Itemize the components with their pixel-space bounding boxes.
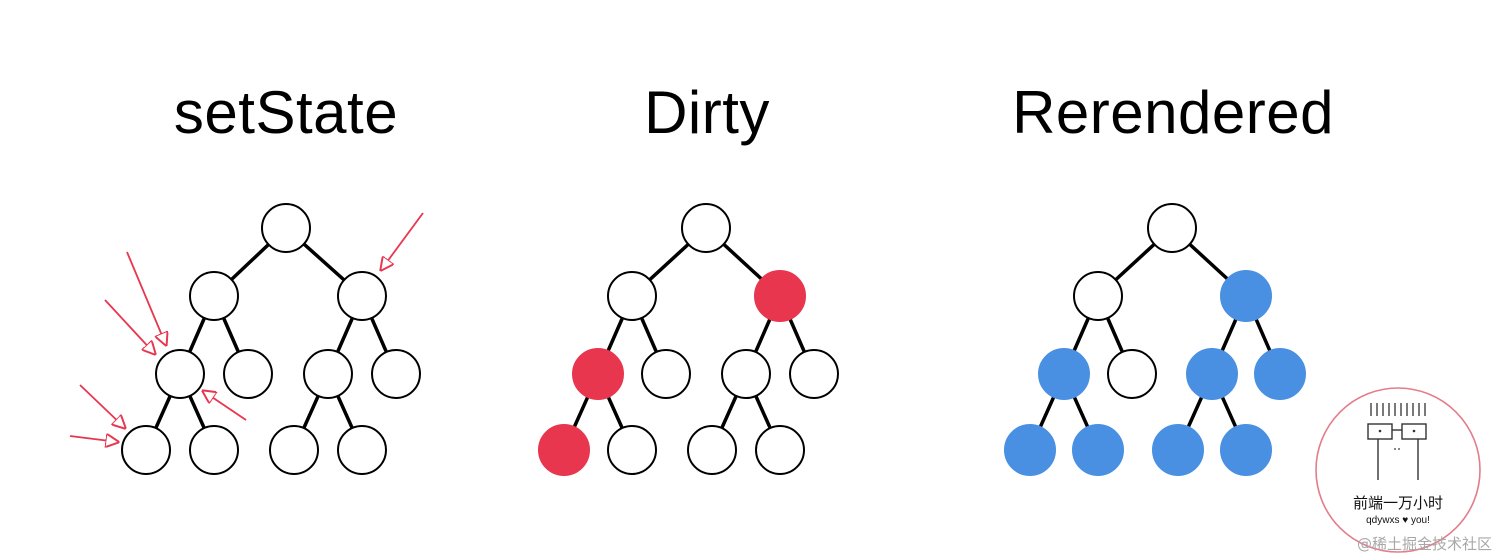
grandchild-node bbox=[371, 349, 421, 399]
seal-logo bbox=[1315, 387, 1481, 553]
grandchild-node bbox=[303, 349, 353, 399]
setstate-arrow bbox=[126, 251, 166, 345]
eye-icon bbox=[1378, 429, 1382, 433]
nose-icon bbox=[1398, 448, 1400, 450]
watermark: @稀土掘金技术社区 bbox=[1356, 535, 1492, 553]
grandchild-node bbox=[721, 349, 771, 399]
face-icon bbox=[1367, 423, 1427, 480]
tree-setstate bbox=[69, 203, 424, 475]
grandchild-node bbox=[641, 349, 691, 399]
rerendered-node bbox=[1220, 424, 1272, 476]
title-dirty: Dirty bbox=[644, 79, 770, 146]
leaf-node bbox=[121, 425, 171, 475]
root-node bbox=[1147, 203, 1197, 253]
tree-rerendered bbox=[1004, 203, 1306, 476]
rerendered-node bbox=[1038, 348, 1090, 400]
leaf-node bbox=[687, 425, 737, 475]
grandchild-node bbox=[789, 349, 839, 399]
root-node bbox=[681, 203, 731, 253]
setstate-arrow bbox=[69, 436, 118, 442]
dirty-node bbox=[754, 270, 806, 322]
setstate-arrow bbox=[203, 391, 247, 421]
tree-dirty bbox=[538, 203, 839, 476]
title-rerendered: Rerendered bbox=[1012, 79, 1334, 146]
grandchild-node bbox=[223, 349, 273, 399]
rerendered-node bbox=[1152, 424, 1204, 476]
grandchild-node bbox=[1107, 349, 1157, 399]
dirty-node bbox=[538, 424, 590, 476]
dirty-node bbox=[572, 348, 624, 400]
rerendered-node bbox=[1072, 424, 1124, 476]
left-child-node bbox=[1073, 271, 1123, 321]
eye-icon bbox=[1412, 429, 1416, 433]
leaf-node bbox=[189, 425, 239, 475]
grandchild-node bbox=[155, 349, 205, 399]
seal-ring bbox=[1315, 387, 1481, 553]
leaf-node bbox=[607, 425, 657, 475]
nose-icon bbox=[1394, 448, 1396, 450]
rerendered-node bbox=[1004, 424, 1056, 476]
seal-title: 前端一万小时 bbox=[1352, 495, 1443, 512]
hair-icon bbox=[1370, 403, 1426, 416]
left-child-node bbox=[607, 271, 657, 321]
setstate-arrow bbox=[104, 299, 155, 354]
setstate-arrow bbox=[79, 384, 125, 428]
rerendered-node bbox=[1186, 348, 1238, 400]
setstate-arrow bbox=[381, 212, 424, 270]
rerendered-node bbox=[1220, 270, 1272, 322]
root-node bbox=[261, 203, 311, 253]
leaf-node bbox=[269, 425, 319, 475]
leaf-node bbox=[755, 425, 805, 475]
seal-subtitle: qdywxs ♥ you! bbox=[1366, 515, 1430, 526]
rerendered-node bbox=[1254, 348, 1306, 400]
title-setstate: setState bbox=[173, 79, 399, 146]
leaf-node bbox=[337, 425, 387, 475]
left-child-node bbox=[189, 271, 239, 321]
right-child-node bbox=[337, 271, 387, 321]
